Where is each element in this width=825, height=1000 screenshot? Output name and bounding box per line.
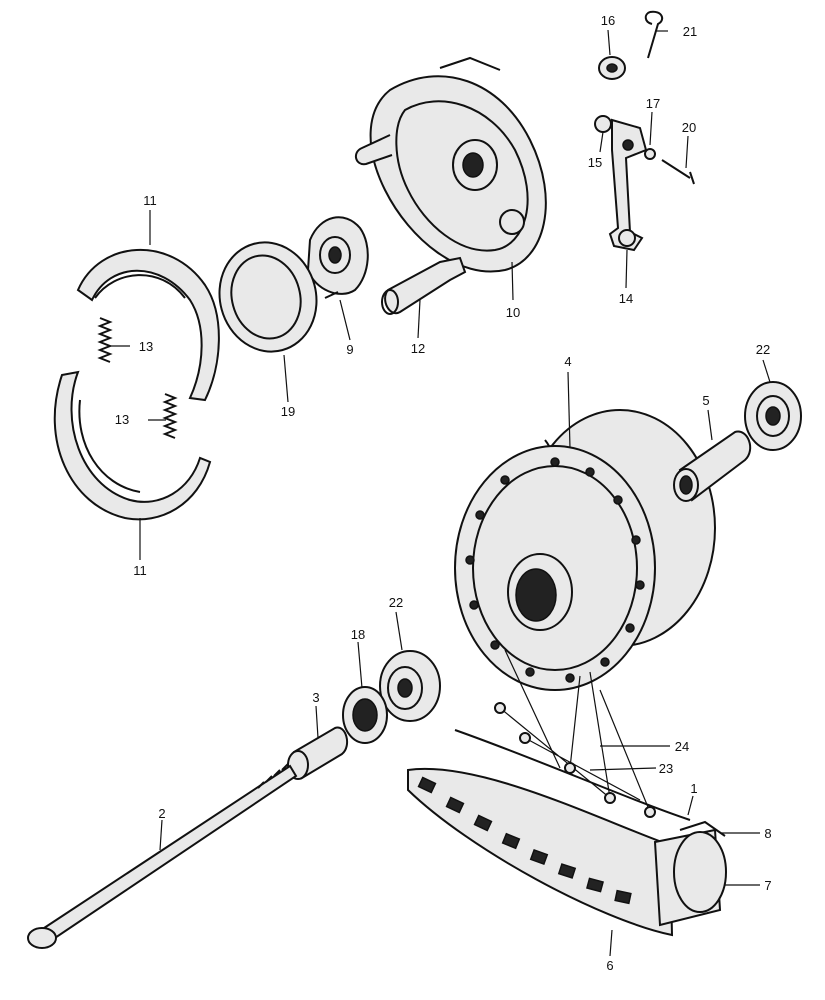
callout-17: 17 (646, 96, 660, 111)
bearing-left-part (379, 650, 441, 722)
callout-11-upper: 11 (143, 193, 157, 208)
leader-lines (110, 29, 771, 957)
return-spring-upper-part (97, 317, 113, 363)
callout-7: 7 (764, 878, 771, 893)
axle-part (27, 763, 298, 949)
callout-11-lower: 11 (133, 563, 147, 578)
brake-panel-part (354, 56, 547, 273)
dust-seal-left-part (342, 686, 388, 744)
bearing-right-part (744, 381, 802, 451)
tire-section-part (407, 729, 691, 937)
callout-18: 18 (351, 627, 365, 642)
callout-10: 10 (506, 305, 520, 320)
brake-shoe-upper-part (76, 249, 220, 402)
callout-6: 6 (606, 958, 613, 973)
spacer-tube-right-part (673, 430, 752, 502)
callout-4: 4 (564, 354, 571, 369)
callout-21: 21 (683, 24, 697, 39)
callout-15: 15 (588, 155, 602, 170)
callout-labels: 21 16 17 20 15 14 10 12 9 19 11 13 13 11… (115, 13, 772, 973)
callout-14: 14 (619, 291, 633, 306)
callout-20: 20 (682, 120, 696, 135)
speedometer-gear-part (306, 216, 369, 299)
brake-arm-part (594, 115, 695, 252)
callout-24: 24 (675, 739, 689, 754)
cotter-pin-part (644, 10, 664, 59)
brake-cam-part (381, 256, 467, 315)
callout-9: 9 (346, 342, 353, 357)
callout-5: 5 (702, 393, 709, 408)
callout-16: 16 (601, 13, 615, 28)
spokes-part (494, 649, 656, 818)
wheel-hub-part (454, 409, 716, 691)
brake-shoe-lower-part (53, 370, 212, 521)
callout-19: 19 (281, 404, 295, 419)
hub-cap-part (653, 820, 727, 927)
callout-13-upper: 13 (139, 339, 153, 354)
callout-2: 2 (158, 806, 165, 821)
dust-seal-part (218, 241, 318, 353)
callout-8: 8 (764, 826, 771, 841)
callout-12: 12 (411, 341, 425, 356)
callout-22-right: 22 (756, 342, 770, 357)
callout-3: 3 (312, 690, 319, 705)
callout-22-left: 22 (389, 595, 403, 610)
return-spring-lower-part (162, 393, 178, 439)
callout-23: 23 (659, 761, 673, 776)
callout-13-lower: 13 (115, 412, 129, 427)
castle-nut-part (598, 56, 626, 80)
callout-1: 1 (690, 781, 697, 796)
